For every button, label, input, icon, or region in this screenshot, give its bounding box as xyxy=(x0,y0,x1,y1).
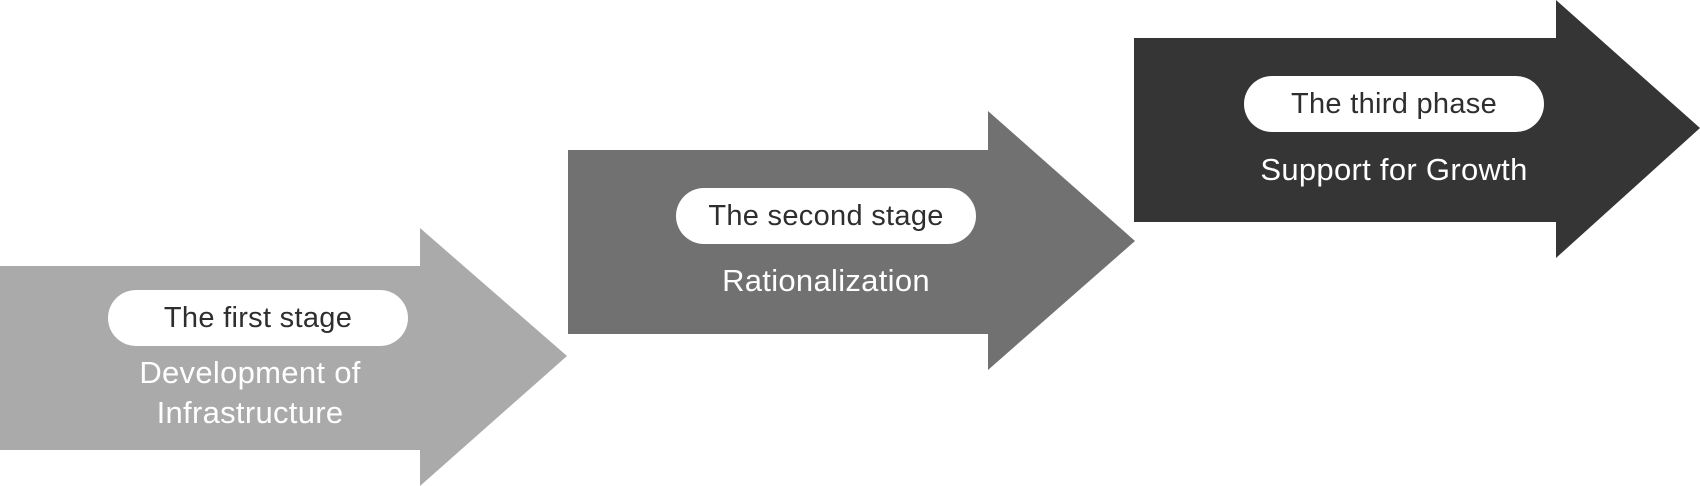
stage-3-label: The third phase xyxy=(1290,88,1497,120)
stage-2-label-pill: The second stage xyxy=(676,188,976,244)
stage-2-description-line-1: Rationalization xyxy=(722,263,930,298)
stage-3-label-pill: The third phase xyxy=(1244,76,1544,132)
stage-1-description-line-1: Development of xyxy=(139,355,361,390)
stage-1-description-line-2: Infrastructure xyxy=(156,395,344,430)
stage-3-arrow: The third phase Support for Growth xyxy=(1134,0,1700,258)
stage-3-description-line-1: Support for Growth xyxy=(1260,152,1528,187)
stage-1-description: Development of Infrastructure xyxy=(90,353,410,433)
stage-1-arrow: The first stage Development of Infrastru… xyxy=(0,228,567,486)
stage-1-label-pill: The first stage xyxy=(108,290,408,346)
stage-2-arrow: The second stage Rationalization xyxy=(568,111,1135,370)
stage-1-label: The first stage xyxy=(163,302,353,334)
stage-2-description: Rationalization xyxy=(656,261,996,301)
stage-2-label: The second stage xyxy=(708,200,944,232)
stage-3-description: Support for Growth xyxy=(1214,150,1574,190)
